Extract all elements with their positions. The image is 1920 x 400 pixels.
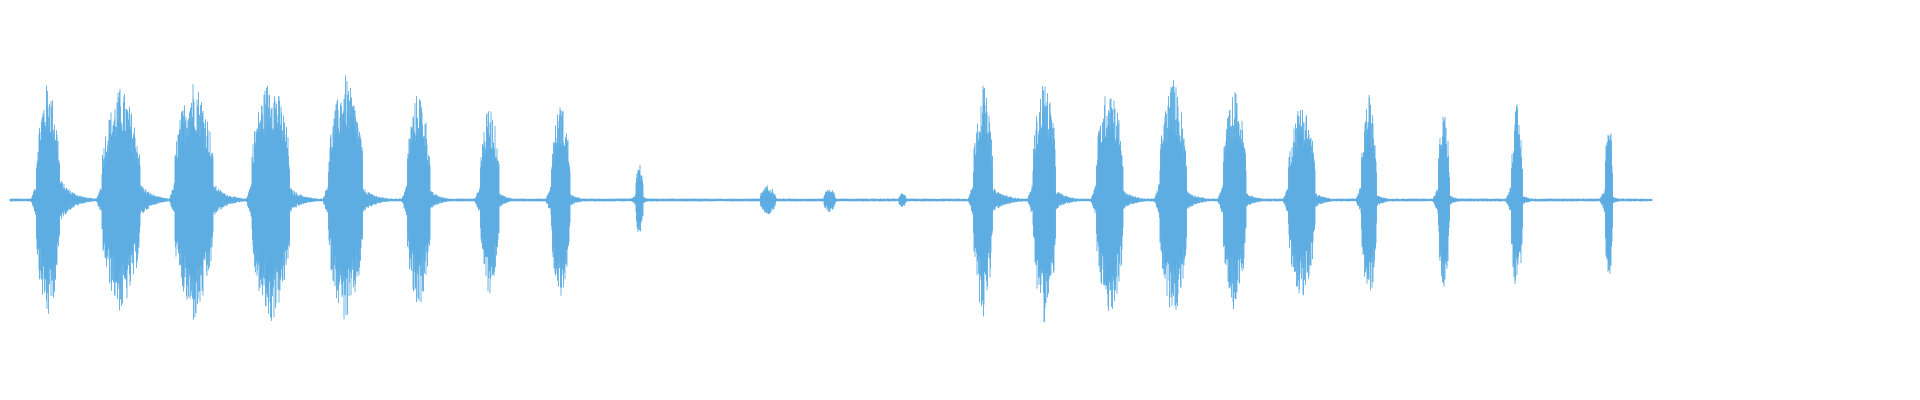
waveform-trace (9, 75, 1653, 323)
waveform-path (9, 75, 1653, 323)
